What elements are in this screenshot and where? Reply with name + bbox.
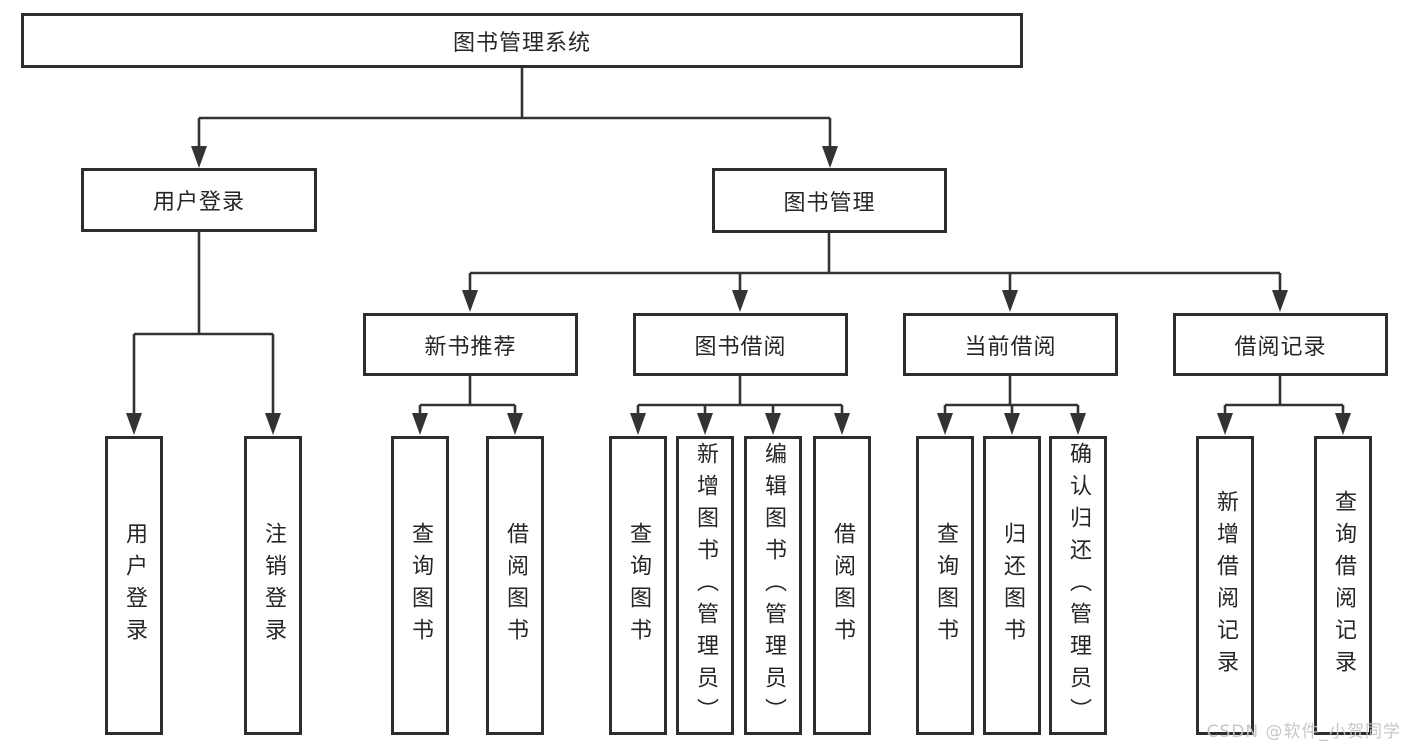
node-label: 借阅图书 (830, 521, 855, 650)
arrowhead-icon (1070, 413, 1086, 435)
node-user-login: 用户登录 (81, 168, 317, 232)
leaf-query-books-current: 查询图书 (916, 436, 974, 735)
arrowhead-icon (191, 146, 207, 168)
arrowhead-icon (937, 413, 953, 435)
connector-borrowing-records-to-leaves (1217, 376, 1351, 435)
node-label: 借阅图书 (503, 521, 528, 650)
node-new-book-recommend: 新书推荐 (363, 313, 578, 376)
leaf-add-borrow-record: 新增借阅记录 (1196, 436, 1254, 735)
leaf-add-book-admin: 新增图书（管理员） (676, 436, 734, 735)
arrowhead-icon (126, 413, 142, 435)
node-label: 图书管理 (783, 190, 876, 216)
arrowhead-icon (1335, 413, 1351, 435)
node-library-management-system: 图书管理系统 (21, 13, 1023, 68)
arrowhead-icon (697, 413, 713, 435)
node-label: 查询图书 (408, 521, 433, 650)
arrowhead-icon (822, 146, 838, 168)
node-label: 编辑图书（管理员） (761, 441, 786, 730)
node-label: 新增图书（管理员） (693, 441, 718, 730)
arrowhead-icon (1002, 290, 1018, 312)
node-label: 借阅记录 (1234, 334, 1327, 360)
connector-book-management-to-level3 (462, 233, 1288, 312)
node-borrowing-records: 借阅记录 (1173, 313, 1388, 376)
node-label: 用户登录 (152, 190, 245, 215)
arrowhead-icon (1004, 413, 1020, 435)
node-label: 新书推荐 (424, 334, 517, 360)
connector-current-borrowing-to-leaves (937, 374, 1086, 435)
node-label: 查询借阅记录 (1331, 489, 1356, 682)
leaf-query-books-borrowing: 查询图书 (609, 436, 667, 735)
arrowhead-icon (462, 290, 478, 312)
leaf-edit-book-admin: 编辑图书（管理员） (744, 436, 802, 735)
leaf-return-books: 归还图书 (983, 436, 1041, 735)
node-book-borrowing: 图书借阅 (633, 313, 848, 376)
node-label: 用户登录 (122, 521, 147, 650)
node-label: 查询图书 (933, 521, 958, 650)
leaf-user-login: 用户登录 (105, 436, 163, 735)
node-label: 注销登录 (261, 521, 286, 650)
connector-root-to-level2 (191, 68, 838, 168)
node-label: 新增借阅记录 (1213, 489, 1238, 682)
arrowhead-icon (1272, 290, 1288, 312)
arrowhead-icon (765, 413, 781, 435)
node-book-management: 图书管理 (712, 168, 947, 233)
node-label: 图书管理系统 (452, 30, 591, 56)
node-label: 图书借阅 (694, 334, 787, 360)
leaf-confirm-return-admin: 确认归还（管理员） (1049, 436, 1107, 735)
node-label: 当前借阅 (964, 334, 1057, 360)
connector-new-book-recommend-to-leaves (412, 376, 523, 435)
arrowhead-icon (732, 290, 748, 312)
connector-user-login-to-leaves (126, 232, 281, 435)
leaf-borrow-books-borrowing: 借阅图书 (813, 436, 871, 735)
arrowhead-icon (265, 413, 281, 435)
arrowhead-icon (507, 413, 523, 435)
arrowhead-icon (412, 413, 428, 435)
csdn-watermark: CSDN @软件_小贺同学 (1206, 722, 1401, 742)
leaf-logout: 注销登录 (244, 436, 302, 735)
leaf-query-borrow-record: 查询借阅记录 (1314, 436, 1372, 735)
leaf-query-books-recommend: 查询图书 (391, 436, 449, 735)
arrowhead-icon (834, 413, 850, 435)
connector-book-borrowing-to-leaves (630, 376, 850, 435)
arrowhead-icon (1217, 413, 1233, 435)
node-label: 归还图书 (1000, 521, 1025, 650)
leaf-borrow-books-recommend: 借阅图书 (486, 436, 544, 735)
arrowhead-icon (630, 413, 646, 435)
node-current-borrowing: 当前借阅 (903, 313, 1118, 376)
node-label: 查询图书 (626, 521, 651, 650)
node-label: 确认归还（管理员） (1066, 441, 1091, 730)
